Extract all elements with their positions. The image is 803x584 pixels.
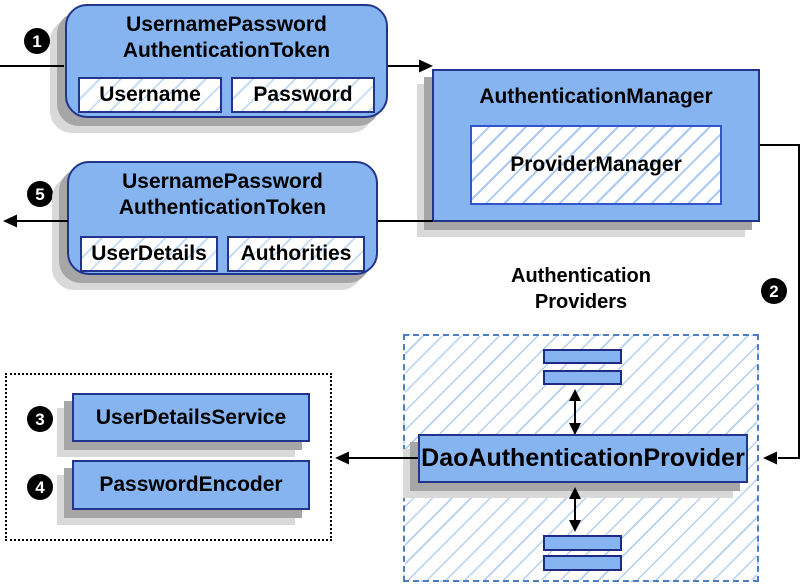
response-token-title-line2: AuthenticationToken (118, 196, 327, 219)
authentication-providers-label-line2: Providers (534, 291, 628, 313)
user-details-service-node: UserDetailsService (72, 393, 310, 442)
provider-instance-rect-bottom-2 (543, 555, 622, 571)
request-token-title-line1: UsernamePassword (126, 13, 327, 36)
authentication-providers-label: Authentication Providers (428, 263, 734, 315)
step-3-badge: 3 (27, 406, 53, 432)
response-token-title: UsernamePassword AuthenticationToken (69, 169, 376, 221)
connector-manager-to-dao (760, 144, 800, 465)
request-token-title-line2: AuthenticationToken (122, 39, 331, 62)
connector-request-to-manager (388, 59, 433, 73)
step-5-badge: 5 (27, 181, 53, 207)
step-1-badge: 1 (24, 28, 50, 54)
step-2-badge: 2 (761, 278, 787, 304)
connector-response-out (3, 214, 68, 228)
provider-manager-node: ProviderManager (470, 125, 722, 205)
user-details-field: UserDetails (80, 236, 218, 272)
authentication-manager-node: AuthenticationManager ProviderManager (432, 69, 760, 222)
response-token-node: UsernamePassword AuthenticationToken Use… (67, 161, 378, 275)
password-encoder-node: PasswordEncoder (72, 460, 310, 510)
request-token-node: UsernamePassword AuthenticationToken Use… (65, 4, 388, 118)
provider-instance-rect-top-1 (543, 349, 622, 364)
password-field: Password (231, 77, 375, 113)
provider-instance-rect-bottom-1 (543, 535, 622, 551)
request-token-title: UsernamePassword AuthenticationToken (67, 12, 386, 64)
authentication-manager-title: AuthenticationManager (479, 85, 713, 108)
dao-authentication-provider-node: DaoAuthenticationProvider (418, 434, 748, 483)
authorities-field: Authorities (227, 236, 365, 272)
provider-instance-rect-top-2 (543, 370, 622, 385)
beans-group-box (5, 373, 332, 541)
authentication-providers-label-line1: Authentication (511, 265, 651, 287)
username-field: Username (78, 77, 222, 113)
response-token-title-line1: UsernamePassword (122, 170, 323, 193)
step-4-badge: 4 (27, 474, 53, 500)
